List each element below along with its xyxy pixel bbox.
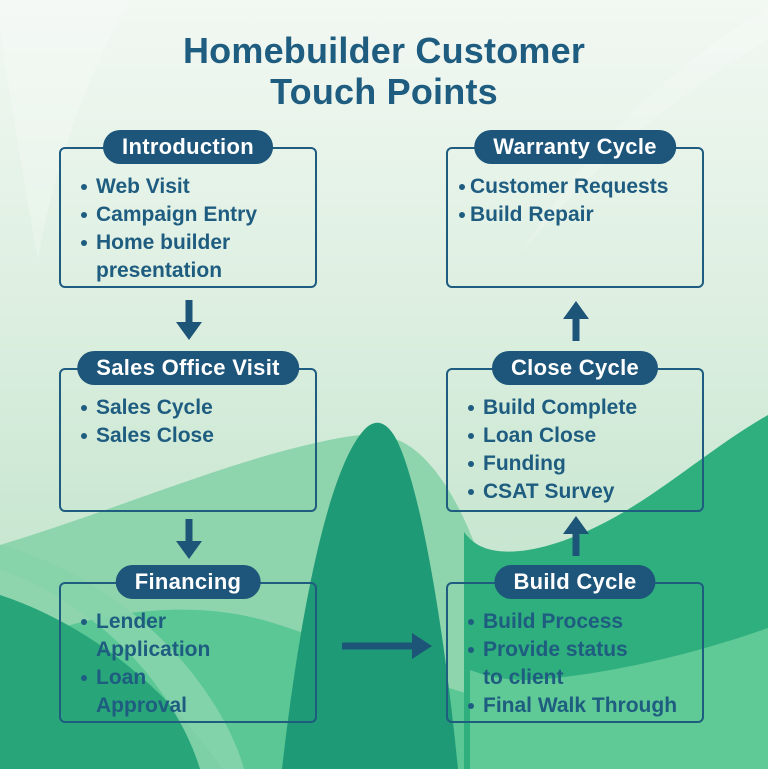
bullet-icon [459, 184, 465, 190]
list-item-text: Funding [483, 452, 566, 475]
soft-sweep-top-left [0, 0, 130, 260]
bullet-icon [81, 240, 87, 246]
node-warranty-cycle-header: Warranty Cycle [474, 130, 676, 164]
bullet-icon [468, 619, 474, 625]
list-item: Sales Cycle [81, 394, 307, 422]
arrow-up-close-cycle-to-warranty-cycle-icon [563, 301, 589, 341]
list-item-text: Build Repair [470, 203, 594, 226]
list-item: Sales Close [81, 422, 307, 450]
bullet-icon [81, 405, 87, 411]
list-item-text: Sales Cycle [96, 396, 213, 419]
node-build-cycle-list: Build Process Provide status to client F… [448, 584, 702, 720]
list-item-text: Build Complete [483, 396, 638, 419]
list-item-text: Lender Application [96, 610, 211, 661]
node-warranty-cycle-list: Customer Requests Build Repair [448, 149, 702, 229]
node-financing-list: Lender Application Loan Approval [61, 584, 315, 720]
list-item: CSAT Survey [468, 478, 694, 506]
bullet-icon [468, 647, 474, 653]
bullet-icon [459, 212, 465, 218]
list-item-text: Build Process [483, 610, 624, 633]
bullet-icon [81, 675, 87, 681]
bullet-icon [468, 433, 474, 439]
wave-corner-dark [0, 595, 222, 769]
arrow-down-introduction-to-sales-office-visit-icon [176, 300, 202, 340]
arrow-right-financing-to-build-cycle-icon [342, 633, 432, 659]
list-item-text: CSAT Survey [483, 480, 615, 503]
node-introduction-list: Web Visit Campaign Entry Home builder pr… [61, 149, 315, 285]
list-item: Provide status to client [468, 636, 694, 692]
list-item: Web Visit [81, 173, 307, 201]
wave-dark-mountain [282, 422, 458, 769]
node-sales-office-visit-title: Sales Office Visit [96, 355, 280, 380]
list-item: Build Process [468, 608, 694, 636]
list-item-text: Customer Requests [470, 175, 669, 198]
bullet-icon [468, 405, 474, 411]
node-introduction: Introduction Web Visit Campaign Entry Ho… [59, 130, 317, 288]
node-warranty-cycle: Warranty Cycle Customer Requests Build R… [446, 130, 704, 288]
arrow-up-build-cycle-to-close-cycle-icon [563, 516, 589, 556]
node-introduction-header: Introduction [103, 130, 273, 164]
list-item: Final Walk Through [468, 692, 694, 720]
list-item-text: Loan Approval [96, 666, 188, 717]
bullet-icon [81, 619, 87, 625]
list-item-text: Campaign Entry [96, 203, 258, 226]
bullet-icon [81, 212, 87, 218]
bullet-icon [468, 703, 474, 709]
list-item: Funding [468, 450, 694, 478]
node-build-cycle: Build Cycle Build Process Provide status… [446, 565, 704, 723]
list-item-text: Final Walk Through [483, 694, 678, 717]
node-close-cycle-title: Close Cycle [510, 355, 640, 380]
node-sales-office-visit-list: Sales Cycle Sales Close [61, 370, 315, 450]
node-financing-header: Financing [115, 565, 261, 599]
node-introduction-title: Introduction [122, 134, 254, 159]
list-item: Build Complete [468, 394, 694, 422]
node-close-cycle-list: Build Complete Loan Close Funding CSAT S… [448, 370, 702, 506]
list-item-text: Sales Close [96, 424, 214, 447]
list-item-text: Provide status to client [483, 638, 628, 689]
page-title-line2: Touch Points [270, 71, 498, 112]
list-item: Campaign Entry [81, 201, 307, 229]
bullet-icon [81, 433, 87, 439]
page-title-line1: Homebuilder Customer [182, 30, 586, 71]
node-financing-title: Financing [134, 569, 242, 594]
bullet-icon [468, 489, 474, 495]
node-sales-office-visit-header: Sales Office Visit [77, 351, 299, 385]
node-build-cycle-title: Build Cycle [513, 569, 637, 594]
list-item: Loan Approval [81, 664, 307, 720]
node-close-cycle-header: Close Cycle [491, 351, 659, 385]
node-sales-office-visit: Sales Office Visit Sales Cycle Sales Clo… [59, 351, 317, 512]
soft-sweep-top-right [520, 8, 768, 255]
list-item: Build Repair [459, 201, 694, 229]
list-item: Customer Requests [459, 173, 694, 201]
list-item: Home builder presentation [81, 229, 307, 285]
list-item: Loan Close [468, 422, 694, 450]
node-build-cycle-header: Build Cycle [494, 565, 656, 599]
node-financing: Financing Lender Application Loan Approv… [59, 565, 317, 723]
node-close-cycle: Close Cycle Build Complete Loan Close Fu… [446, 351, 704, 512]
wave-corner-light-band [0, 545, 244, 769]
list-item-text: Web Visit [96, 175, 190, 198]
wave-bottom-right-light [470, 628, 768, 769]
list-item-text: Loan Close [483, 424, 597, 447]
list-item: Lender Application [81, 608, 307, 664]
bullet-icon [81, 184, 87, 190]
arrow-down-sales-office-visit-to-financing-icon [176, 519, 202, 559]
node-warranty-cycle-title: Warranty Cycle [493, 134, 657, 159]
list-item-text: Home builder presentation [96, 231, 231, 282]
bullet-icon [468, 461, 474, 467]
